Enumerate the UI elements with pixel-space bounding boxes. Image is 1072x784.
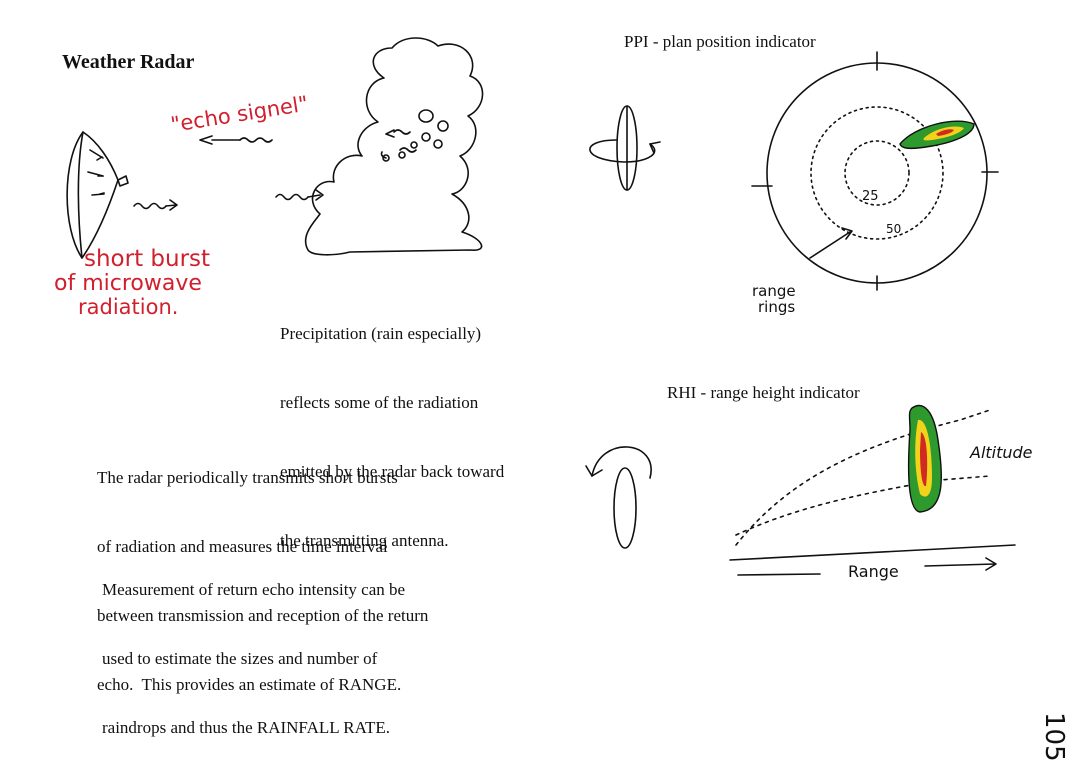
page-number: 105 xyxy=(1039,712,1069,762)
ppi-echo xyxy=(899,120,975,150)
ring-25-label: 25 xyxy=(862,189,879,204)
transmit-line: echo. This provides an estimate of RANGE… xyxy=(97,675,402,694)
intensity-line: Measurement of return echo intensity can… xyxy=(102,580,406,599)
transmit-line: of radiation and measures the time inter… xyxy=(97,537,388,556)
altitude-label: Altitude xyxy=(969,443,1033,462)
short-burst-line-2: of microwave xyxy=(54,271,202,296)
transmit-paragraph: The radar periodically transmits short b… xyxy=(97,420,428,719)
radar-dish-icon xyxy=(66,131,129,259)
transmit-line: The radar periodically transmits short b… xyxy=(97,468,398,487)
incoming-pulse-arrow xyxy=(275,189,324,201)
precipitation-line: emitted by the radar back toward xyxy=(280,462,505,481)
transmit-line: between transmission and reception of th… xyxy=(97,606,429,625)
short-burst-line-3: radiation. xyxy=(78,295,178,319)
precipitation-line: reflects some of the radiation xyxy=(280,393,479,412)
echo-return-arrow xyxy=(199,135,273,145)
echo-signal-label: "echo signel" xyxy=(169,92,310,137)
range-rings-line-1: range xyxy=(752,282,796,300)
rhi-antenna-icon xyxy=(585,446,652,549)
rhi-heading: RHI - range height indicator xyxy=(667,383,860,402)
precipitation-line: Precipitation (rain especially) xyxy=(280,324,482,343)
transmit-pulse-arrow xyxy=(133,199,178,211)
rhi-display xyxy=(729,409,1016,576)
range-rings-line-2: rings xyxy=(758,298,795,316)
intensity-line: used to estimate the sizes and number of xyxy=(102,649,378,668)
ppi-antenna-icon xyxy=(589,105,661,191)
intensity-paragraph: Measurement of return echo intensity can… xyxy=(102,532,405,762)
ring-50-label: 50 xyxy=(886,222,901,236)
precipitation-line: the transmitting antenna. xyxy=(280,531,449,550)
page-title: Weather Radar xyxy=(62,51,195,73)
rhi-echo xyxy=(907,404,942,513)
range-label: Range xyxy=(848,562,899,581)
precipitation-paragraph: Precipitation (rain especially) reflects… xyxy=(280,276,504,575)
intensity-line: raindrops and thus the RAINFALL RATE. xyxy=(102,718,391,737)
ppi-heading: PPI - plan position indicator xyxy=(624,32,816,51)
cloud xyxy=(304,37,484,256)
ppi-display xyxy=(751,51,999,291)
short-burst-line-1: short burst xyxy=(84,246,210,272)
